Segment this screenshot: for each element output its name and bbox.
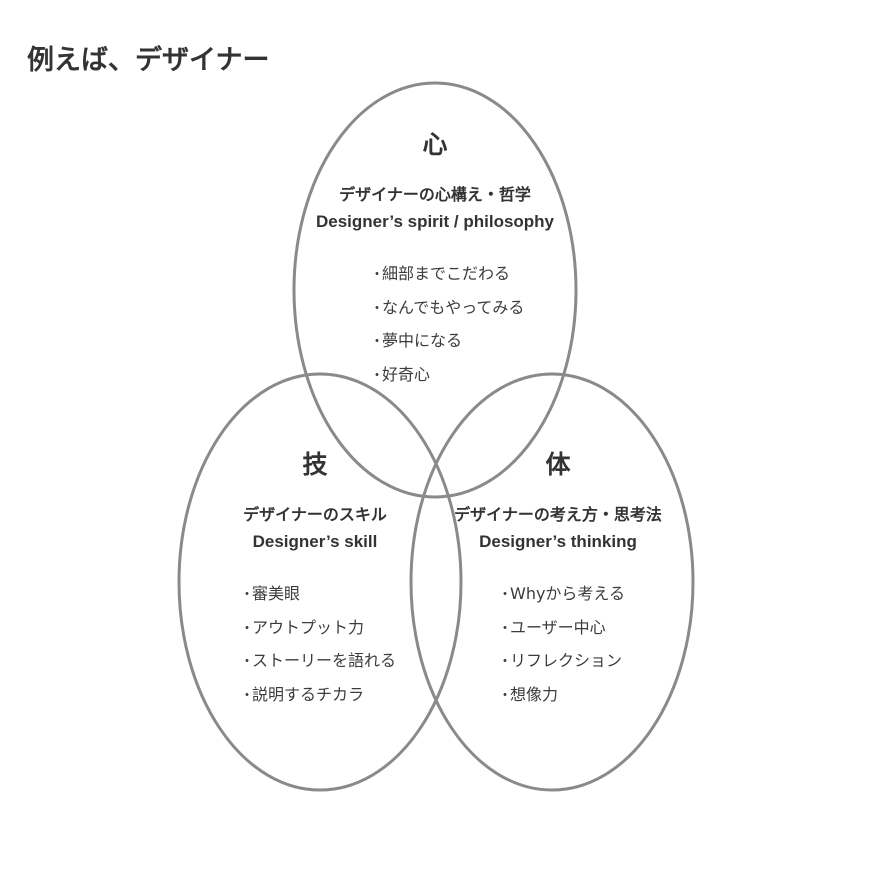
circle-right-subtitle-en: Designer’s thinking: [479, 532, 637, 551]
circle-right-list: ・Whyから考える ・ユーザー中心 ・リフレクション ・想像力: [498, 577, 625, 711]
list-item: ・アウトプット力: [240, 611, 396, 645]
list-item-label: ストーリーを語れる: [252, 651, 397, 670]
bullet-icon: ・: [240, 687, 254, 704]
circle-right-subtitle-ja: デザイナーの考え方・思考法: [454, 505, 662, 524]
circle-right-header: 体 デザイナーの考え方・思考法 Designer’s thinking: [408, 450, 708, 556]
page-title: 例えば、デザイナー: [27, 45, 270, 76]
bullet-icon: ・: [240, 620, 254, 637]
list-item: ・細部までこだわる: [370, 257, 524, 291]
list-item: ・好奇心: [370, 358, 524, 392]
list-item: ・ユーザー中心: [498, 611, 625, 645]
bullet-icon: ・: [370, 334, 384, 350]
bullet-icon: ・: [498, 620, 512, 637]
bullet-icon: ・: [240, 654, 254, 670]
bullet-icon: ・: [498, 687, 512, 704]
list-item: ・なんでもやってみる: [370, 291, 524, 325]
circle-left-heading: 技: [302, 450, 328, 479]
list-item: ・審美眼: [240, 577, 396, 611]
circle-top-heading: 心: [422, 130, 448, 159]
list-item-label: リフレクション: [510, 651, 623, 670]
list-item-label: Whyから考える: [510, 584, 625, 603]
list-item: ・説明するチカラ: [240, 678, 396, 712]
list-item-label: 説明するチカラ: [252, 684, 365, 704]
list-item-label: 好奇心: [382, 364, 431, 384]
bullet-icon: ・: [240, 587, 254, 603]
bullet-icon: ・: [370, 300, 384, 317]
circle-top-list: ・細部までこだわる ・なんでもやってみる ・夢中になる ・好奇心: [370, 257, 524, 391]
circle-left-subtitle-en: Designer’s skill: [252, 532, 378, 551]
circle-top-outline: [292, 81, 578, 499]
circle-right-heading: 体: [545, 450, 571, 479]
list-item-label: 審美眼: [252, 584, 301, 603]
bullet-icon: ・: [498, 587, 512, 603]
list-item: ・リフレクション: [498, 644, 625, 678]
list-item: ・Whyから考える: [498, 577, 625, 611]
list-item: ・想像力: [498, 678, 625, 712]
circle-left-subtitle-ja: デザイナーのスキル: [243, 505, 387, 524]
bullet-icon: ・: [370, 267, 384, 283]
circle-left-list: ・審美眼 ・アウトプット力 ・ストーリーを語れる ・説明するチカラ: [240, 577, 396, 711]
bullet-icon: ・: [370, 367, 384, 384]
list-item-label: 夢中になる: [382, 331, 463, 350]
list-item: ・夢中になる: [370, 324, 524, 358]
circle-left-outline: [177, 372, 463, 792]
list-item-label: なんでもやってみる: [382, 297, 525, 317]
list-item-label: アウトプット力: [252, 617, 365, 637]
circle-left-header: 技 デザイナーのスキル Designer’s skill: [165, 450, 465, 556]
list-item-label: ユーザー中心: [510, 617, 606, 637]
list-item: ・ストーリーを語れる: [240, 644, 396, 678]
circle-top-subtitle-ja: デザイナーの心構え・哲学: [339, 185, 531, 204]
circle-top-subtitle-en: Designer’s spirit / philosophy: [315, 212, 555, 231]
circle-top-header: 心 デザイナーの心構え・哲学 Designer’s spirit / philo…: [285, 130, 585, 236]
bullet-icon: ・: [498, 654, 512, 670]
list-item-label: 想像力: [510, 684, 559, 704]
circle-right-outline: [409, 372, 695, 792]
list-item-label: 細部までこだわる: [382, 264, 511, 283]
